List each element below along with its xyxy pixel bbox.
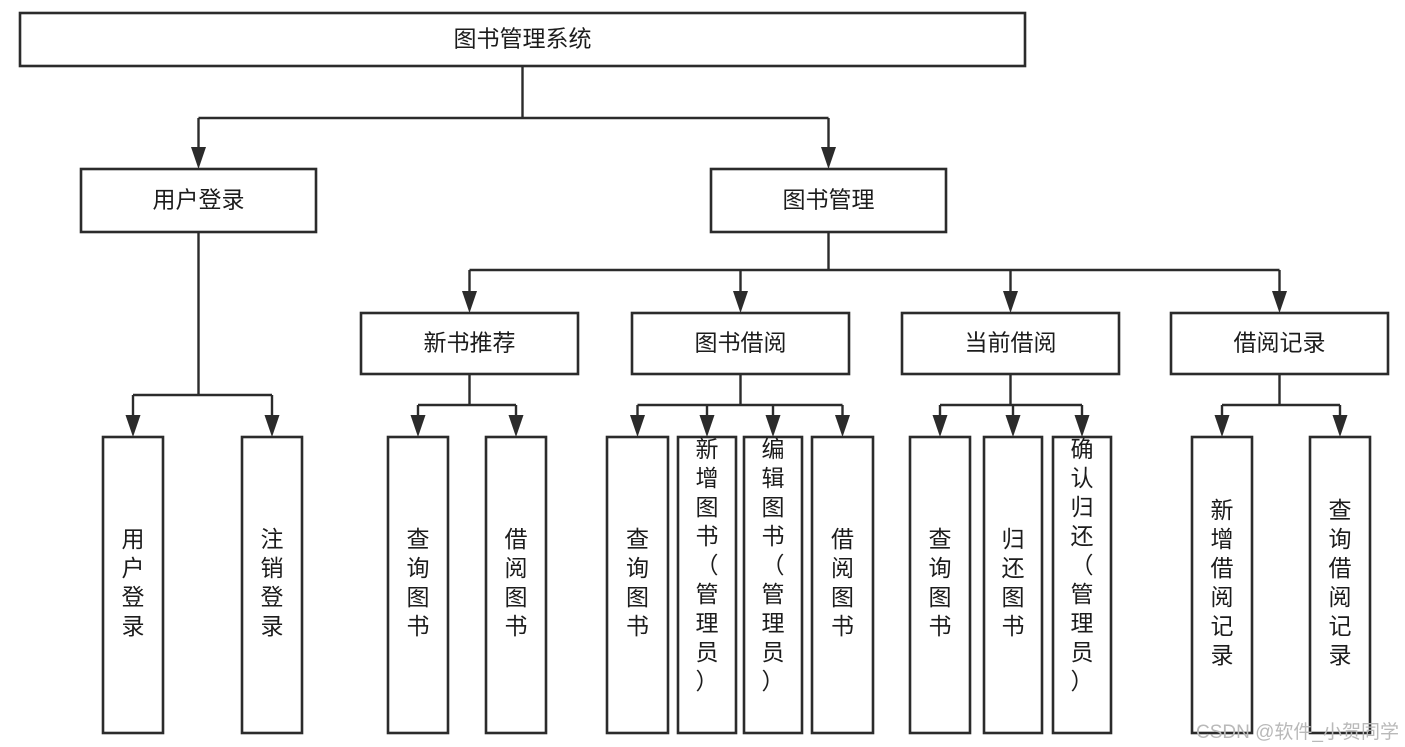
node-label-vertical: 归还图书: [1002, 526, 1025, 639]
node-newbook[interactable]: 新书推荐: [359, 311, 580, 376]
arrow-head-icon: [630, 415, 645, 437]
connector-edges-layer: [125, 66, 1348, 437]
node-box-rect[interactable]: [18, 11, 1027, 68]
node-box-rect[interactable]: [484, 435, 548, 735]
node-label: 借阅记录: [1234, 330, 1326, 356]
node-leaf-edit-book[interactable]: 编辑图书（管理员）: [742, 435, 804, 735]
node-label-vertical: 新增图书（管理员）: [696, 436, 719, 694]
connector-group-login: [125, 232, 280, 437]
arrow-head-icon: [264, 415, 280, 437]
arrow-head-icon: [1214, 415, 1230, 437]
node-box-rect[interactable]: [908, 435, 972, 735]
node-leaf-query-book-3[interactable]: 查询图书: [908, 435, 972, 735]
connector-group-bookmgmt: [462, 232, 1287, 313]
connector-group-borrow: [630, 374, 850, 437]
node-label-vertical: 借阅图书: [831, 526, 854, 639]
node-leaf-user-login[interactable]: 用户登录: [101, 435, 165, 735]
arrow-head-icon: [733, 291, 748, 313]
node-boxes-layer: 图书管理系统用户登录图书管理新书推荐图书借阅当前借阅借阅记录用户登录注销登录查询…: [18, 11, 1390, 735]
node-leaf-logout[interactable]: 注销登录: [240, 435, 304, 735]
node-box-rect[interactable]: [1169, 311, 1390, 376]
node-box-rect[interactable]: [79, 167, 318, 234]
node-box-rect[interactable]: [605, 435, 670, 735]
node-leaf-query-book-2[interactable]: 查询图书: [605, 435, 670, 735]
node-box-rect[interactable]: [1190, 435, 1254, 735]
node-leaf-return-book[interactable]: 归还图书: [982, 435, 1044, 735]
node-label-vertical: 用户登录: [122, 526, 145, 639]
node-bookmgmt[interactable]: 图书管理: [709, 167, 948, 234]
node-label-vertical: 查询借阅记录: [1329, 497, 1352, 668]
arrow-head-icon: [1003, 291, 1018, 313]
arrow-head-icon: [1332, 415, 1348, 437]
node-record[interactable]: 借阅记录: [1169, 311, 1390, 376]
node-label: 图书管理: [783, 187, 875, 213]
node-box-rect[interactable]: [359, 311, 580, 376]
arrow-head-icon: [410, 415, 426, 437]
node-box-rect[interactable]: [982, 435, 1044, 735]
node-leaf-add-book[interactable]: 新增图书（管理员）: [676, 435, 738, 735]
node-leaf-add-record[interactable]: 新增借阅记录: [1190, 435, 1254, 735]
node-label: 当前借阅: [965, 330, 1057, 356]
node-label-vertical: 查询图书: [626, 526, 649, 639]
node-box-rect[interactable]: [386, 435, 450, 735]
node-leaf-query-record[interactable]: 查询借阅记录: [1308, 435, 1372, 735]
connector-group-record: [1214, 374, 1348, 437]
node-login[interactable]: 用户登录: [79, 167, 318, 234]
arrow-head-icon: [699, 415, 715, 437]
arrow-head-icon: [1074, 415, 1090, 437]
node-box-rect[interactable]: [1308, 435, 1372, 735]
connector-group-current: [932, 374, 1090, 437]
arrow-head-icon: [932, 415, 948, 437]
connector-group-root: [191, 66, 836, 169]
node-box-rect[interactable]: [810, 435, 875, 735]
connector-group-newbook: [410, 374, 524, 437]
node-label-vertical: 查询图书: [407, 526, 430, 639]
node-label: 用户登录: [153, 187, 245, 213]
node-box-rect[interactable]: [240, 435, 304, 735]
node-box-rect[interactable]: [101, 435, 165, 735]
node-label-vertical: 确认归还（管理员）: [1071, 436, 1094, 694]
node-box-rect[interactable]: [742, 435, 804, 735]
node-current[interactable]: 当前借阅: [900, 311, 1121, 376]
node-leaf-borrow-book-1[interactable]: 借阅图书: [484, 435, 548, 735]
node-box-rect[interactable]: [630, 311, 851, 376]
arrow-head-icon: [1272, 291, 1287, 313]
node-label-vertical: 编辑图书（管理员）: [762, 436, 785, 694]
arrow-head-icon: [821, 147, 836, 169]
node-leaf-borrow-book-2[interactable]: 借阅图书: [810, 435, 875, 735]
node-box-rect[interactable]: [709, 167, 948, 234]
arrow-head-icon: [191, 147, 206, 169]
node-label-vertical: 新增借阅记录: [1211, 497, 1234, 668]
node-label: 新书推荐: [424, 330, 516, 356]
arrow-head-icon: [1005, 415, 1021, 437]
node-label: 图书借阅: [695, 330, 787, 356]
node-label: 图书管理系统: [454, 26, 592, 52]
node-box-rect[interactable]: [676, 435, 738, 735]
arrow-head-icon: [765, 415, 781, 437]
node-leaf-query-book-1[interactable]: 查询图书: [386, 435, 450, 735]
node-root[interactable]: 图书管理系统: [18, 11, 1027, 68]
node-box-rect[interactable]: [900, 311, 1121, 376]
node-label-vertical: 借阅图书: [505, 526, 528, 639]
arrow-head-icon: [508, 415, 524, 437]
node-leaf-confirm-return[interactable]: 确认归还（管理员）: [1051, 435, 1113, 735]
arrow-head-icon: [462, 291, 477, 313]
node-label-vertical: 注销登录: [261, 526, 284, 639]
node-borrow[interactable]: 图书借阅: [630, 311, 851, 376]
arrow-head-icon: [125, 415, 141, 437]
node-box-rect[interactable]: [1051, 435, 1113, 735]
arrow-head-icon: [835, 415, 850, 437]
node-label-vertical: 查询图书: [929, 526, 952, 639]
